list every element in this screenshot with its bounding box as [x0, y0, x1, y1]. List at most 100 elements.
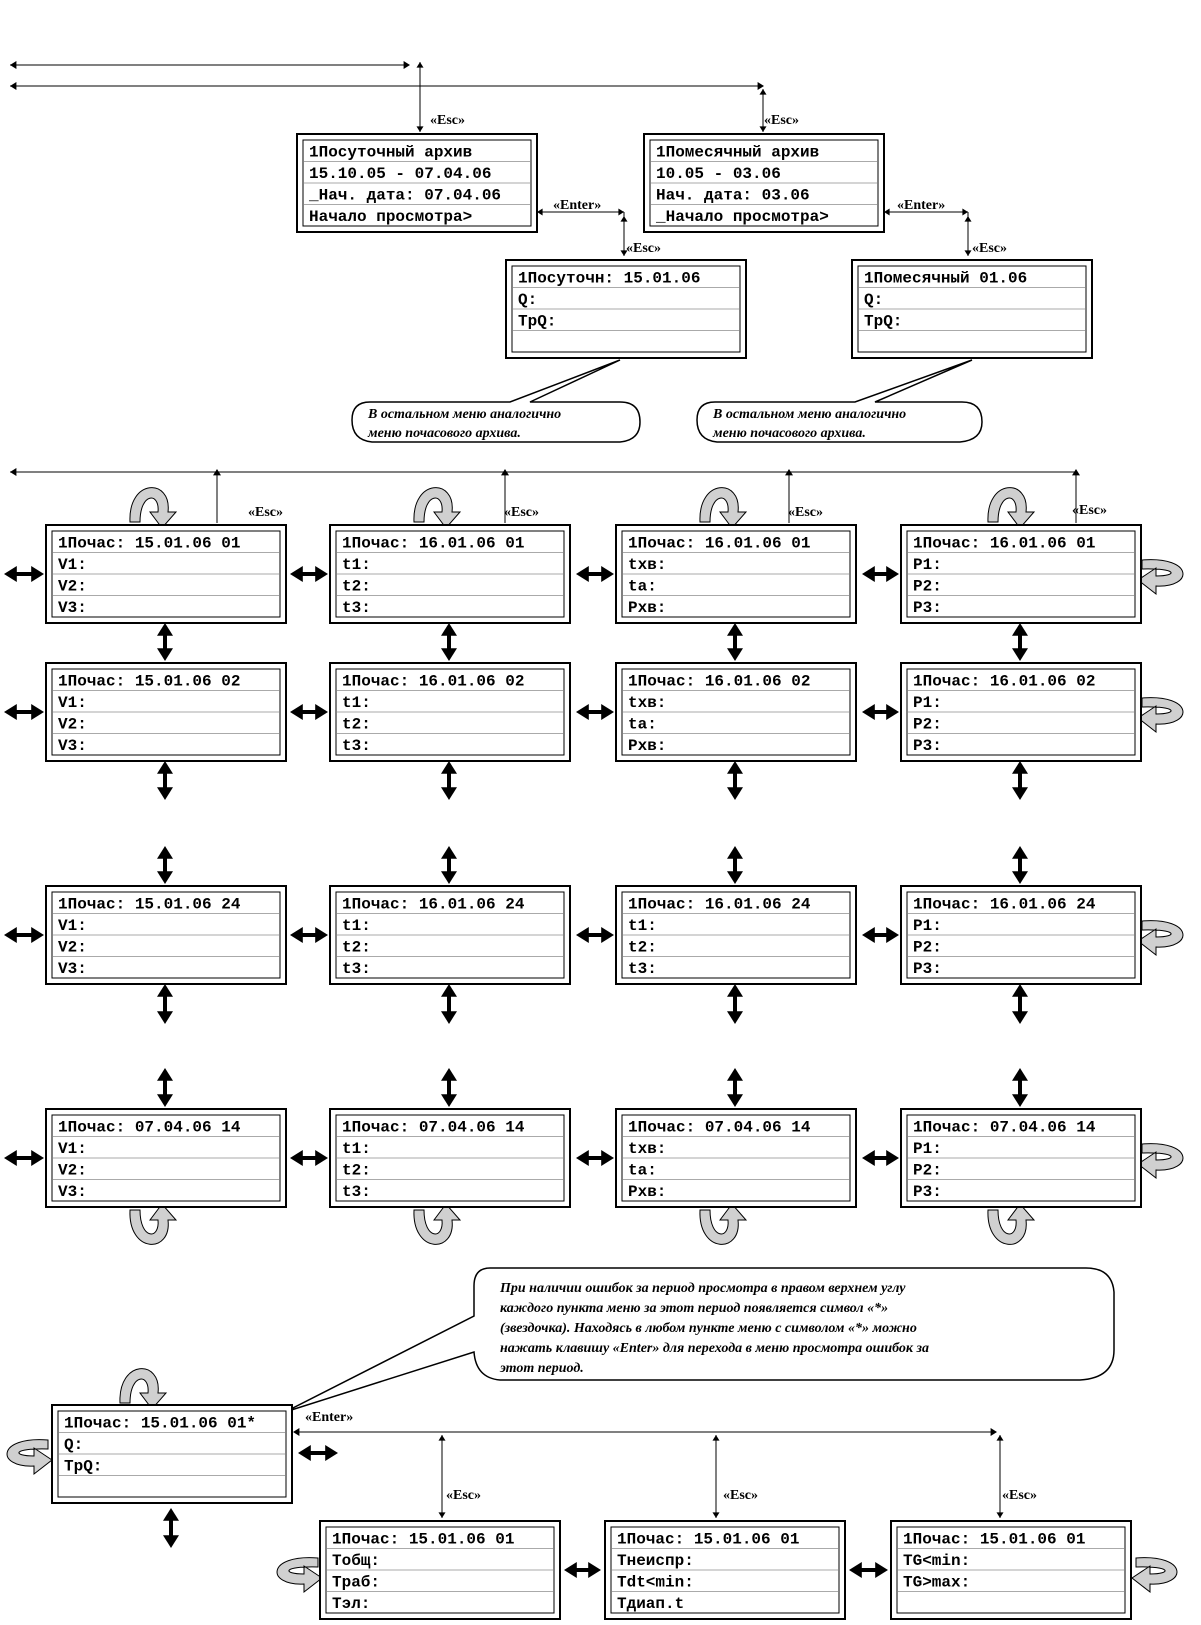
hourly-screen-r4-c3-line-4: Pхв: — [628, 1183, 666, 1201]
hourly-screen-r3-c3-line-2: t1: — [628, 917, 657, 935]
hourly-screen-r4-c4-line-1: 1Почас: 07.04.06 14 — [913, 1119, 1096, 1137]
hourly-screen-r4-c1: 1Почас: 07.04.06 14 V1: V2: V3: — [45, 1108, 287, 1208]
daily-archive-screen: 1Посуточный архив 15.10.05 - 07.04.06_На… — [296, 133, 538, 233]
arrowhead — [712, 1512, 720, 1518]
arrowhead — [712, 1435, 720, 1441]
arrowhead — [964, 250, 972, 256]
arrowhead — [157, 1011, 173, 1024]
hourly-screen-r2-c3-line-1: 1Почас: 16.01.06 02 — [628, 673, 810, 691]
hourly-screen-r1-c2-line-3: t2: — [342, 578, 371, 596]
hourly-screen-r1-c4: 1Почас: 16.01.06 01 P1: P2: P3: — [900, 524, 1142, 624]
arrowhead — [759, 126, 767, 132]
hourly-screen-r2-c3: 1Почас: 16.01.06 02 tхв: ta: Pхв: — [615, 662, 857, 762]
daily-view-screen: 1Посуточн: 15.01.06 Q: TpQ: — [505, 259, 747, 359]
hourly-screen-r4-c2: 1Почас: 07.04.06 14 t1: t2: t3: — [329, 1108, 571, 1208]
arrowhead — [576, 704, 589, 720]
monthly-note-bubble — [696, 359, 983, 443]
arrow-shaft — [163, 994, 167, 1014]
arrowhead — [501, 469, 509, 476]
hourly-screen-r2-c2-line-3: t2: — [342, 716, 371, 734]
daily-note-line-2: меню почасового архива. — [367, 426, 521, 441]
hourly-screen-r1-c1: 1Почас: 15.01.06 01 V1: V2: V3: — [45, 524, 287, 624]
arrowhead — [1012, 787, 1028, 800]
loop-arrow-top — [119, 1368, 168, 1410]
hourly-screen-r3-c4-line-1: 1Почас: 16.01.06 24 — [913, 896, 1096, 914]
arrow-shaft — [733, 1078, 737, 1097]
hourly-screen-r3-c2-line-2: t1: — [342, 917, 371, 935]
arrowhead — [862, 566, 875, 582]
arrowhead — [315, 704, 328, 720]
arrow-shaft — [872, 572, 889, 576]
arrowhead — [441, 846, 457, 859]
hourly-screen-r1-c3-line-2: tхв: — [628, 556, 666, 574]
hourly-screen-r2-c2-line-1: 1Почас: 16.01.06 02 — [342, 673, 524, 691]
arrowhead — [886, 566, 899, 582]
arrowhead — [1012, 871, 1028, 884]
arrowhead — [4, 566, 17, 582]
arrowhead — [325, 1445, 338, 1461]
arrowhead — [1012, 984, 1028, 997]
loop-arrow-right — [1137, 559, 1184, 596]
arrowhead — [315, 927, 328, 943]
hourly-screen-r2-c4-line-3: P2: — [913, 716, 942, 734]
hourly-screen-r2-c1-line-2: V1: — [58, 694, 87, 712]
error-detail-screen-2: 1Почас: 15.01.06 01 Тнеиспр: Tdt<min: Тд… — [604, 1520, 846, 1620]
arrowhead — [862, 1150, 875, 1166]
arrowhead — [10, 61, 17, 69]
hourly-screen-r3-c2-line-1: 1Почас: 16.01.06 24 — [342, 896, 525, 914]
arrowhead — [403, 61, 410, 69]
loop-arrow-top — [699, 487, 748, 529]
esc-label-daily: «Esc» — [430, 113, 465, 128]
error-detail-screen-1-line-2: Тобщ: — [332, 1552, 380, 1570]
arrowhead — [601, 704, 614, 720]
arrowhead — [157, 1068, 173, 1081]
arrowhead — [4, 927, 17, 943]
daily-view-screen-line-2: Q: — [518, 291, 537, 309]
hourly-screen-r2-c3-line-4: Pхв: — [628, 737, 666, 755]
arrow-shaft — [163, 1078, 167, 1097]
arrowhead — [163, 1535, 179, 1548]
esc-label-daily-view: «Esc» — [626, 241, 661, 256]
loop-arrow-bottom — [413, 1203, 462, 1245]
arrowhead — [990, 1428, 997, 1436]
arrow-shaft — [586, 1156, 604, 1160]
arrow-shaft — [447, 1078, 451, 1097]
loop-arrow-top — [987, 487, 1036, 529]
hourly-screen-r2-c4-line-4: P3: — [913, 737, 942, 755]
loop-arrow-right — [1137, 920, 1184, 957]
arrow-shaft — [163, 856, 167, 874]
arrowhead — [1012, 761, 1028, 774]
loop-arrow-right — [1137, 697, 1184, 734]
arrowhead — [785, 469, 793, 476]
hourly-screen-r4-c2-line-2: t1: — [342, 1140, 371, 1158]
arrowhead — [1012, 1068, 1028, 1081]
hourly-screen-r3-c3-line-1: 1Почас: 16.01.06 24 — [628, 896, 811, 914]
arrow-shaft — [14, 572, 34, 576]
hourly-screen-r2-c1-line-3: V2: — [58, 716, 87, 734]
hourly-screen-r1-c2-line-2: t1: — [342, 556, 371, 574]
hourly-screen-r4-c4: 1Почас: 07.04.06 14 P1: P2: P3: — [900, 1108, 1142, 1208]
arrow-shaft — [447, 994, 451, 1014]
arrow-shaft — [1018, 633, 1022, 651]
arrow-shaft — [163, 633, 167, 651]
daily-view-screen-line-3: TpQ: — [518, 313, 556, 331]
hourly-screen-r2-c3-line-3: ta: — [628, 716, 657, 734]
monthly-view-screen: 1Помесячный 01.06 Q: TpQ: — [851, 259, 1093, 359]
arrowhead — [31, 1150, 44, 1166]
errors-note-line-1: При наличии ошибок за период просмотра в… — [499, 1281, 906, 1296]
hourly-screen-r3-c1: 1Почас: 15.01.06 24 V1: V2: V3: — [45, 885, 287, 985]
hourly-screen-r4-c1-line-2: V1: — [58, 1140, 87, 1158]
arrowhead — [290, 704, 303, 720]
arrowhead — [962, 208, 968, 216]
loop-arrows — [6, 487, 1184, 1594]
hourly-screen-r2-c4-line-2: P1: — [913, 694, 942, 712]
hourly-screen-r3-c3-line-4: t3: — [628, 960, 657, 978]
monthly-note-line-2: меню почасового архива. — [712, 426, 866, 441]
arrow-shaft — [14, 933, 34, 937]
hourly-screen-r1-c1-line-4: V3: — [58, 599, 87, 617]
errors-note-line-4: нажать клавишу «Enter» для перехода в ме… — [500, 1341, 929, 1356]
arrow-shaft — [14, 710, 34, 714]
arrowhead — [849, 1562, 862, 1578]
arrowhead — [416, 62, 424, 68]
loop-arrow-top — [129, 487, 178, 529]
